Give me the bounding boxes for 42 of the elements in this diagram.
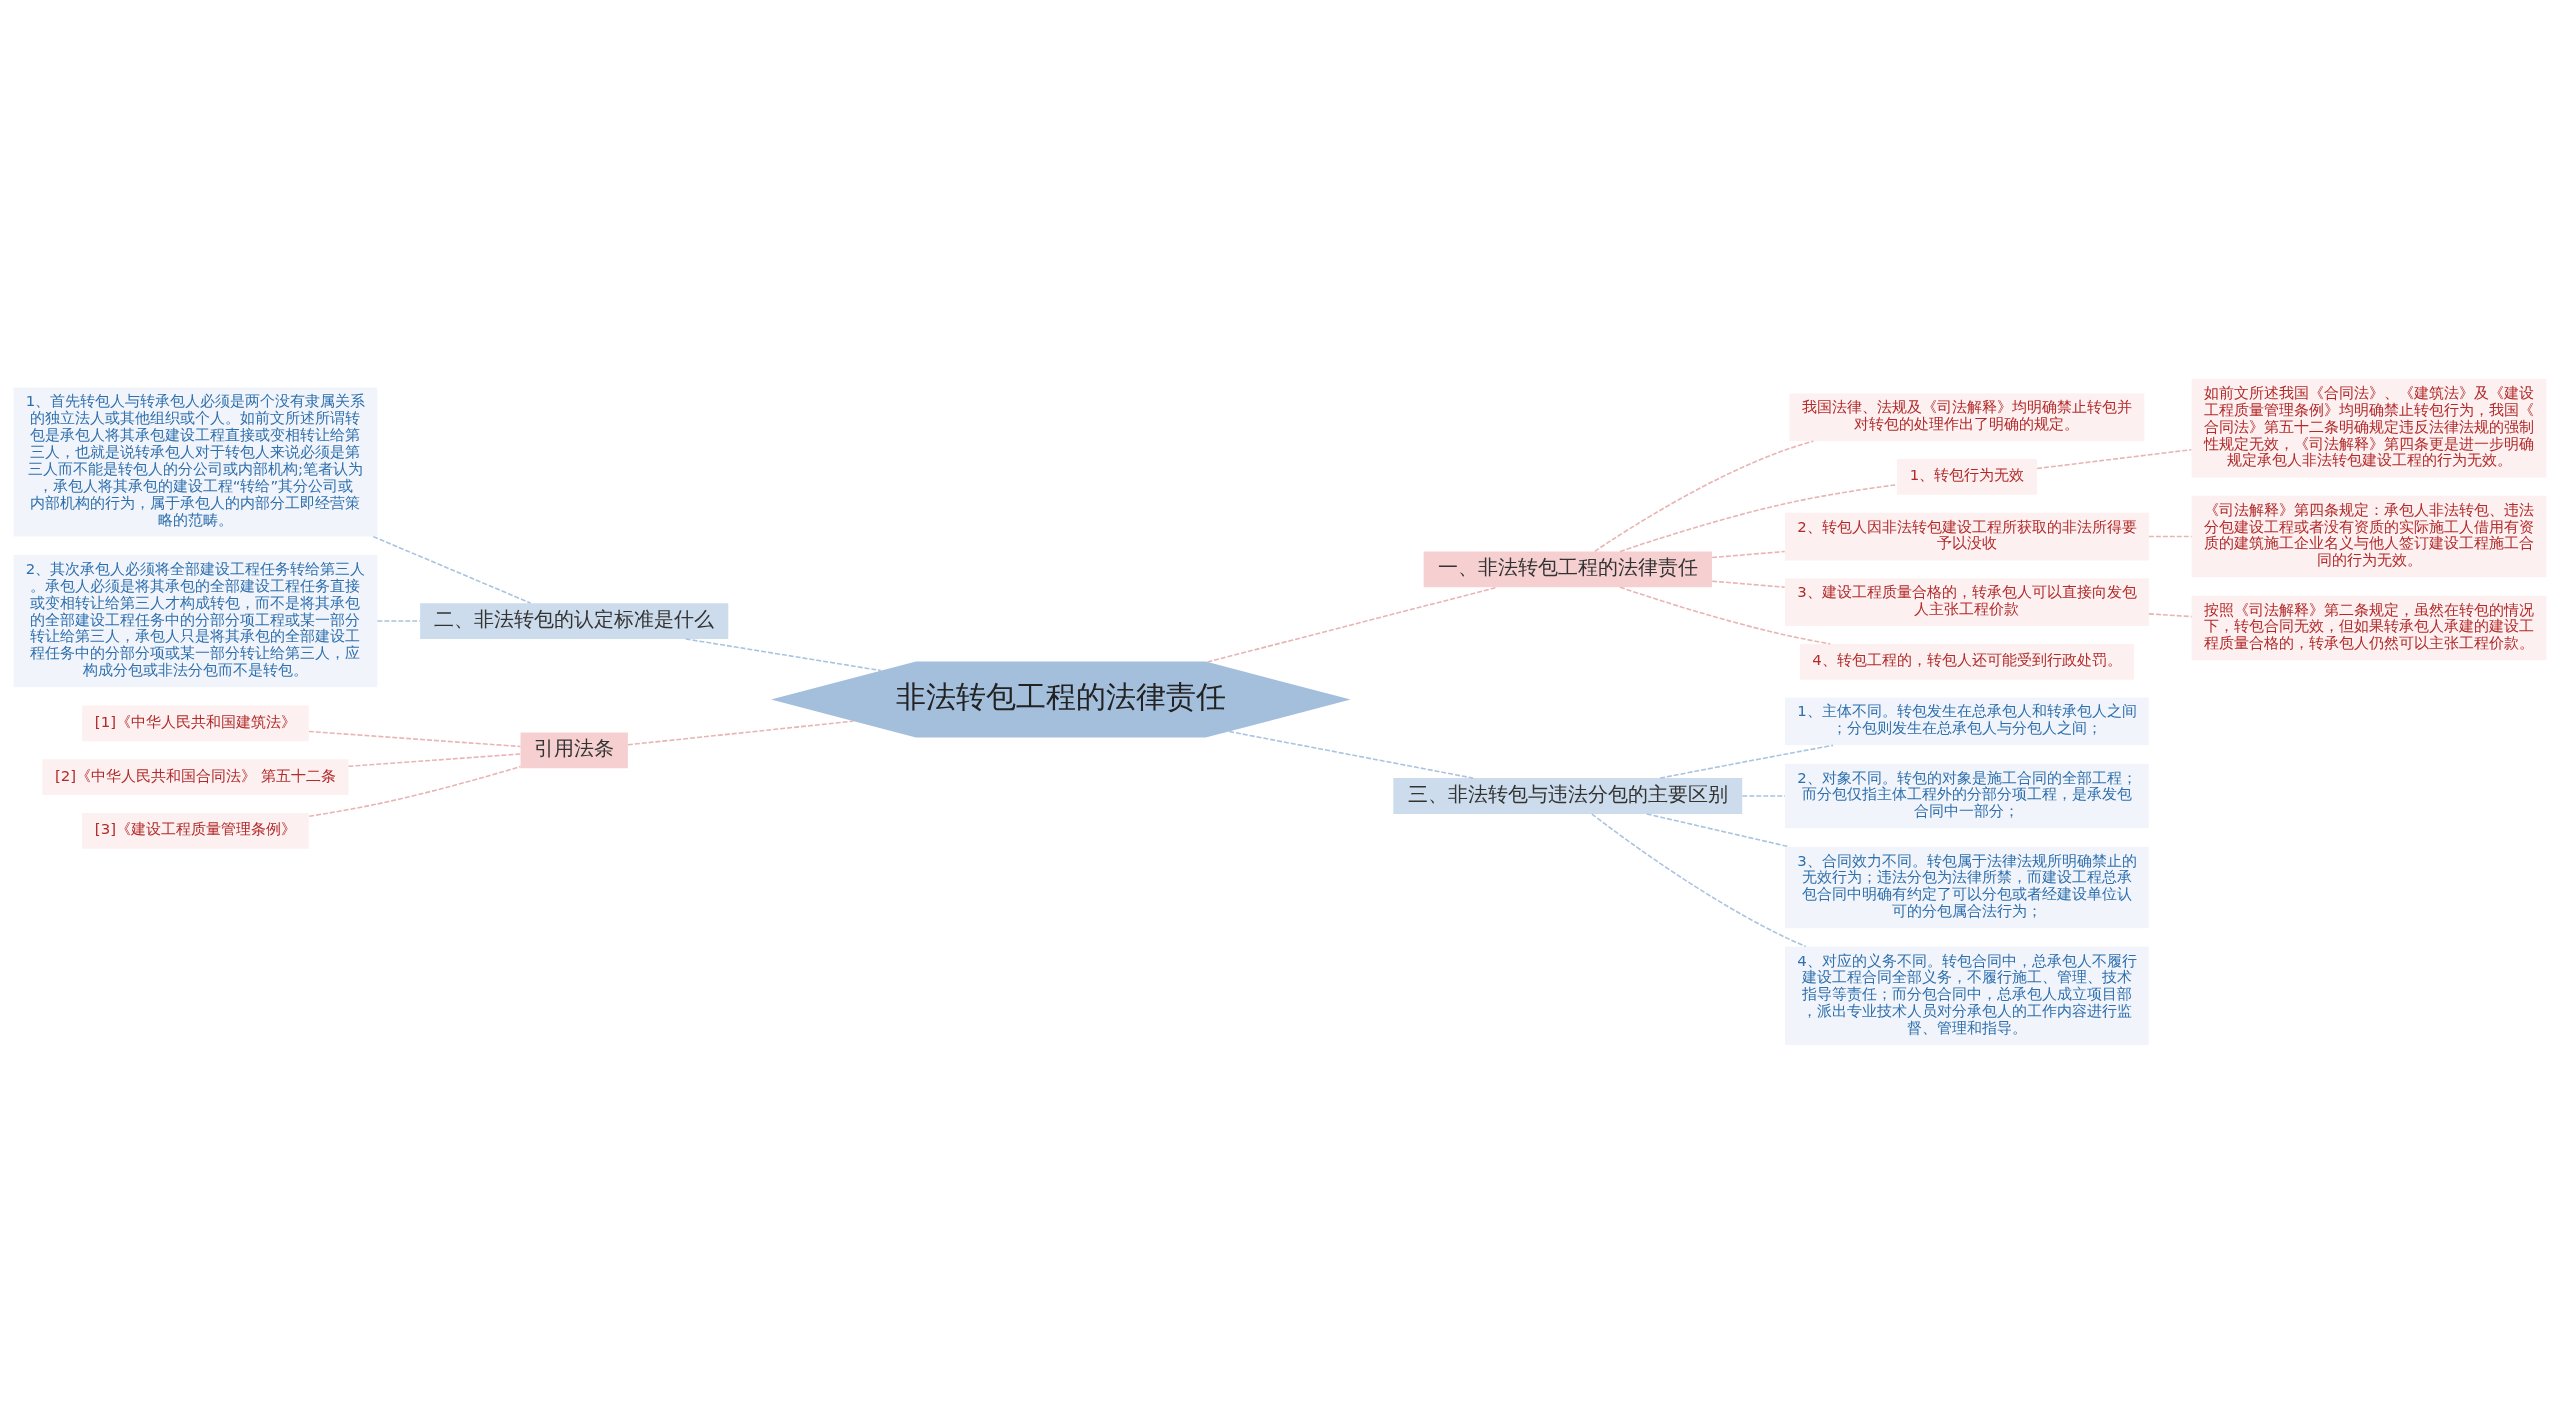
node-box: 如前文所述我国《合同法》、《建筑法》及《建设工程质量管理条例》均明确禁止转包行为，我国《合同法》第五十二条明确规定违反法律法规的强制性规定无效，《司法解释》第四条更是进一步明确规定承包人非法转包建设工程的行为无效。 [2191, 379, 2547, 478]
connector [376, 620, 421, 622]
node-box: 按照《司法解释》第二条规定，虽然在转包的情况下，转包合同无效，但如果转承包人承建的建设工程质量合格的，转承包人仍然可以主张工程价款。 [2191, 595, 2547, 661]
connector [2148, 613, 2193, 618]
connector [1741, 795, 1786, 797]
connector [1619, 586, 1831, 645]
node-box: 2、其次承包人必须将全部建设工程任务转给第三人。承包人必须是将其承包的全部建设工程任务直接或变相转让给第三人才构成转包，而不是将其承包的全部建设工程任务中的分部分项工程或某一部分转让给第三人，承包人只是将其承包的全部建设工程任务中的分部分项或某一部分转让给第三人，应构成分包或非法分包而不是转包。 [13, 554, 378, 688]
node-box: 1、转包行为无效 [1896, 459, 2037, 495]
connector [347, 753, 521, 768]
connector [1645, 813, 1790, 848]
node-box: 2、转包人因非法转包建设工程所获取的非法所得要予以没收 [1785, 512, 2149, 561]
node-box: 我国法律、法规及《司法解释》均明确禁止转包并对转包的处理作出了明确的规定。 [1789, 393, 2145, 442]
node-box: 一、非法转包工程的法律责任 [1423, 551, 1712, 588]
node-box: 2、对象不同。转包的对象是施工合同的全部工程；而分包仅指主体工程外的分部分项工程，是承发包合同中一部分； [1785, 763, 2149, 829]
connector [1711, 550, 1786, 559]
connector [2148, 535, 2193, 538]
node-box: 1、首先转包人与转承包人必须是两个没有隶属关系的独立法人或其他组织或个人。如前文所述所谓转包是承包人将其承包建设工程直接或变相转让给第三人，也就是说转承包人对于转包人来说必须是第三人而不能是转包人的分公司或内部机构;笔者认为，承包人将其承包的建设工程“转给”其分公司或内部机构的行为，属于承包人的内部分工即经营策略的范畴。 [13, 387, 378, 537]
node-box: 引用法条 [520, 732, 628, 769]
connector [372, 535, 532, 604]
node-box: 三、非法转包与违法分包的主要区别 [1393, 778, 1743, 814]
connector [308, 765, 522, 817]
connector [308, 730, 522, 748]
node-box: 3、合同效力不同。转包属于法律法规所明确禁止的无效行为；违法分包为法律所禁，而建设工程总承包合同中明确有约定了可以分包或者经建设单位认可的分包属合法行为； [1785, 846, 2149, 929]
node-box: 《司法解释》第四条规定：承包人非法转包、违法分包建设工程或者没有资质的实际施工人借用有资质的建筑施工企业名义与他人签订建设工程施工合同的行为无效。 [2191, 495, 2547, 578]
connector [627, 720, 855, 746]
node-box: 4、转包工程的，转包人还可能受到行政处罚。 [1799, 643, 2134, 680]
connector [1593, 440, 1815, 553]
connector [1619, 483, 1898, 553]
node-box: [2]《中华人民共和国合同法》 第五十二条 [42, 759, 349, 795]
connector [2036, 448, 2193, 470]
connector [1711, 580, 1786, 588]
node-box: 二、非法转包的认定标准是什么 [420, 603, 729, 639]
node-box: [3]《建设工程质量管理条例》 [82, 812, 309, 849]
connector [1659, 744, 1834, 779]
node-box: 1、主体不同。转包发生在总承包人和转承包人之间；分包则发生在总承包人与分包人之间； [1785, 697, 2149, 746]
node-box: [1]《中华人民共和国建筑法》 [82, 705, 309, 742]
connector [1591, 813, 1807, 948]
node-box: 4、对应的义务不同。转包合同中，总承包人不履行建设工程合同全部义务，不履行施工、管理、技术指导等责任；而分包合同中，总承包人成立项目部，派出专业技术人员对分承包人的工作内容进行监督、管理和指导。 [1785, 946, 2149, 1045]
node-box: 3、建设工程质量合格的，转承包人可以直接向发包人主张工程价款 [1785, 578, 2149, 626]
connector [684, 638, 882, 672]
connector [1228, 730, 1474, 779]
connector [1206, 586, 1499, 663]
